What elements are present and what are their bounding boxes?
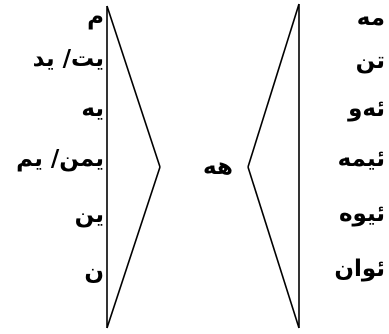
left-chevron-shape [106, 5, 161, 329]
left-item: يت/ يد [32, 46, 104, 72]
right-item: ئه‌و [348, 96, 385, 122]
right-chevron-shape [247, 3, 300, 329]
left-chevron-lower-diagonal [106, 166, 161, 329]
left-item: ن [84, 259, 104, 285]
right-item: ئيوه [338, 201, 385, 227]
right-chevron-upper-diagonal [247, 3, 300, 168]
left-item: يمن/ يم [16, 146, 104, 172]
left-item: يه [81, 96, 104, 122]
right-item: مه [356, 5, 385, 31]
right-item: تن [355, 48, 385, 74]
left-chevron-upper-diagonal [106, 5, 161, 168]
left-item: ين [74, 202, 104, 228]
right-item: ئوان [334, 256, 385, 282]
right-item: ئيمه [337, 146, 385, 172]
center-label: هه [203, 154, 233, 180]
left-item: م [87, 4, 104, 30]
right-chevron-lower-diagonal [247, 166, 300, 329]
